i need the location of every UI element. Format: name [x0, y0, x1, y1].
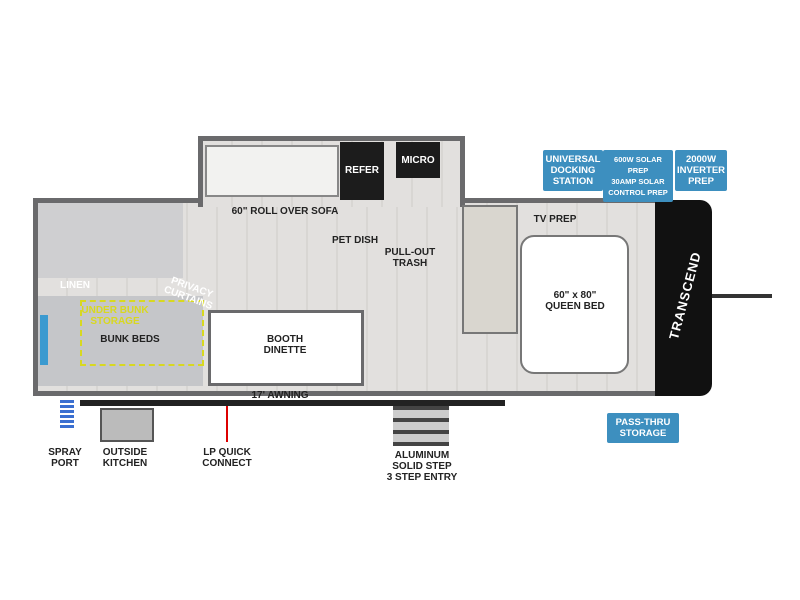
lp-quick-connect-label: LP QUICK CONNECT — [202, 447, 252, 469]
sofa — [205, 145, 339, 197]
booth-dinette-label: BOOTH DINETTE — [263, 334, 307, 356]
pet-dish-label: PET DISH — [331, 235, 379, 246]
queen-bed-label: 60" x 80" QUEEN BED — [545, 290, 605, 312]
tv-prep-label: TV PREP — [533, 214, 577, 225]
bunk-beds-label: BUNK BEDS — [100, 334, 160, 345]
lp-line — [226, 406, 228, 442]
window — [40, 315, 48, 365]
spray-port-hose — [60, 400, 74, 430]
spray-port-label: SPRAY PORT — [48, 447, 82, 469]
entry-step-label: ALUMINUM SOLID STEP 3 STEP ENTRY — [386, 450, 458, 483]
refrigerator — [340, 142, 384, 200]
kitchen-island — [462, 205, 518, 334]
linen-label: LINEN — [60, 280, 90, 291]
micro-label: MICRO — [401, 155, 435, 166]
queen-bed — [520, 235, 629, 374]
entry-step — [393, 406, 449, 446]
sofa-label: 60" ROLL OVER SOFA — [231, 206, 339, 217]
pullout-trash-label: PULL-OUT TRASH — [384, 247, 436, 269]
inverter-prep-badge: 2000W INVERTER PREP — [675, 150, 727, 191]
pass-thru-storage-badge: PASS-THRU STORAGE — [607, 413, 679, 443]
front-cap — [655, 200, 712, 396]
universal-docking-badge: UNIVERSAL DOCKING STATION — [543, 150, 603, 191]
outside-kitchen — [100, 408, 154, 442]
outside-kitchen-label: OUTSIDE KITCHEN — [102, 447, 148, 469]
awning-bar — [80, 400, 505, 406]
under-bunk-storage-zone — [80, 300, 204, 366]
solar-prep-badge: 600W SOLAR PREP 30AMP SOLAR CONTROL PREP — [603, 150, 673, 202]
awning-label: 17' AWNING — [251, 390, 309, 401]
microwave — [396, 142, 440, 178]
under-bunk-storage-label: UNDER BUNK STORAGE — [81, 305, 149, 327]
dinette — [208, 310, 364, 386]
hitch — [712, 294, 772, 298]
bunk-room — [38, 296, 203, 386]
refer-label: REFER — [345, 165, 379, 176]
bathroom — [38, 203, 183, 278]
